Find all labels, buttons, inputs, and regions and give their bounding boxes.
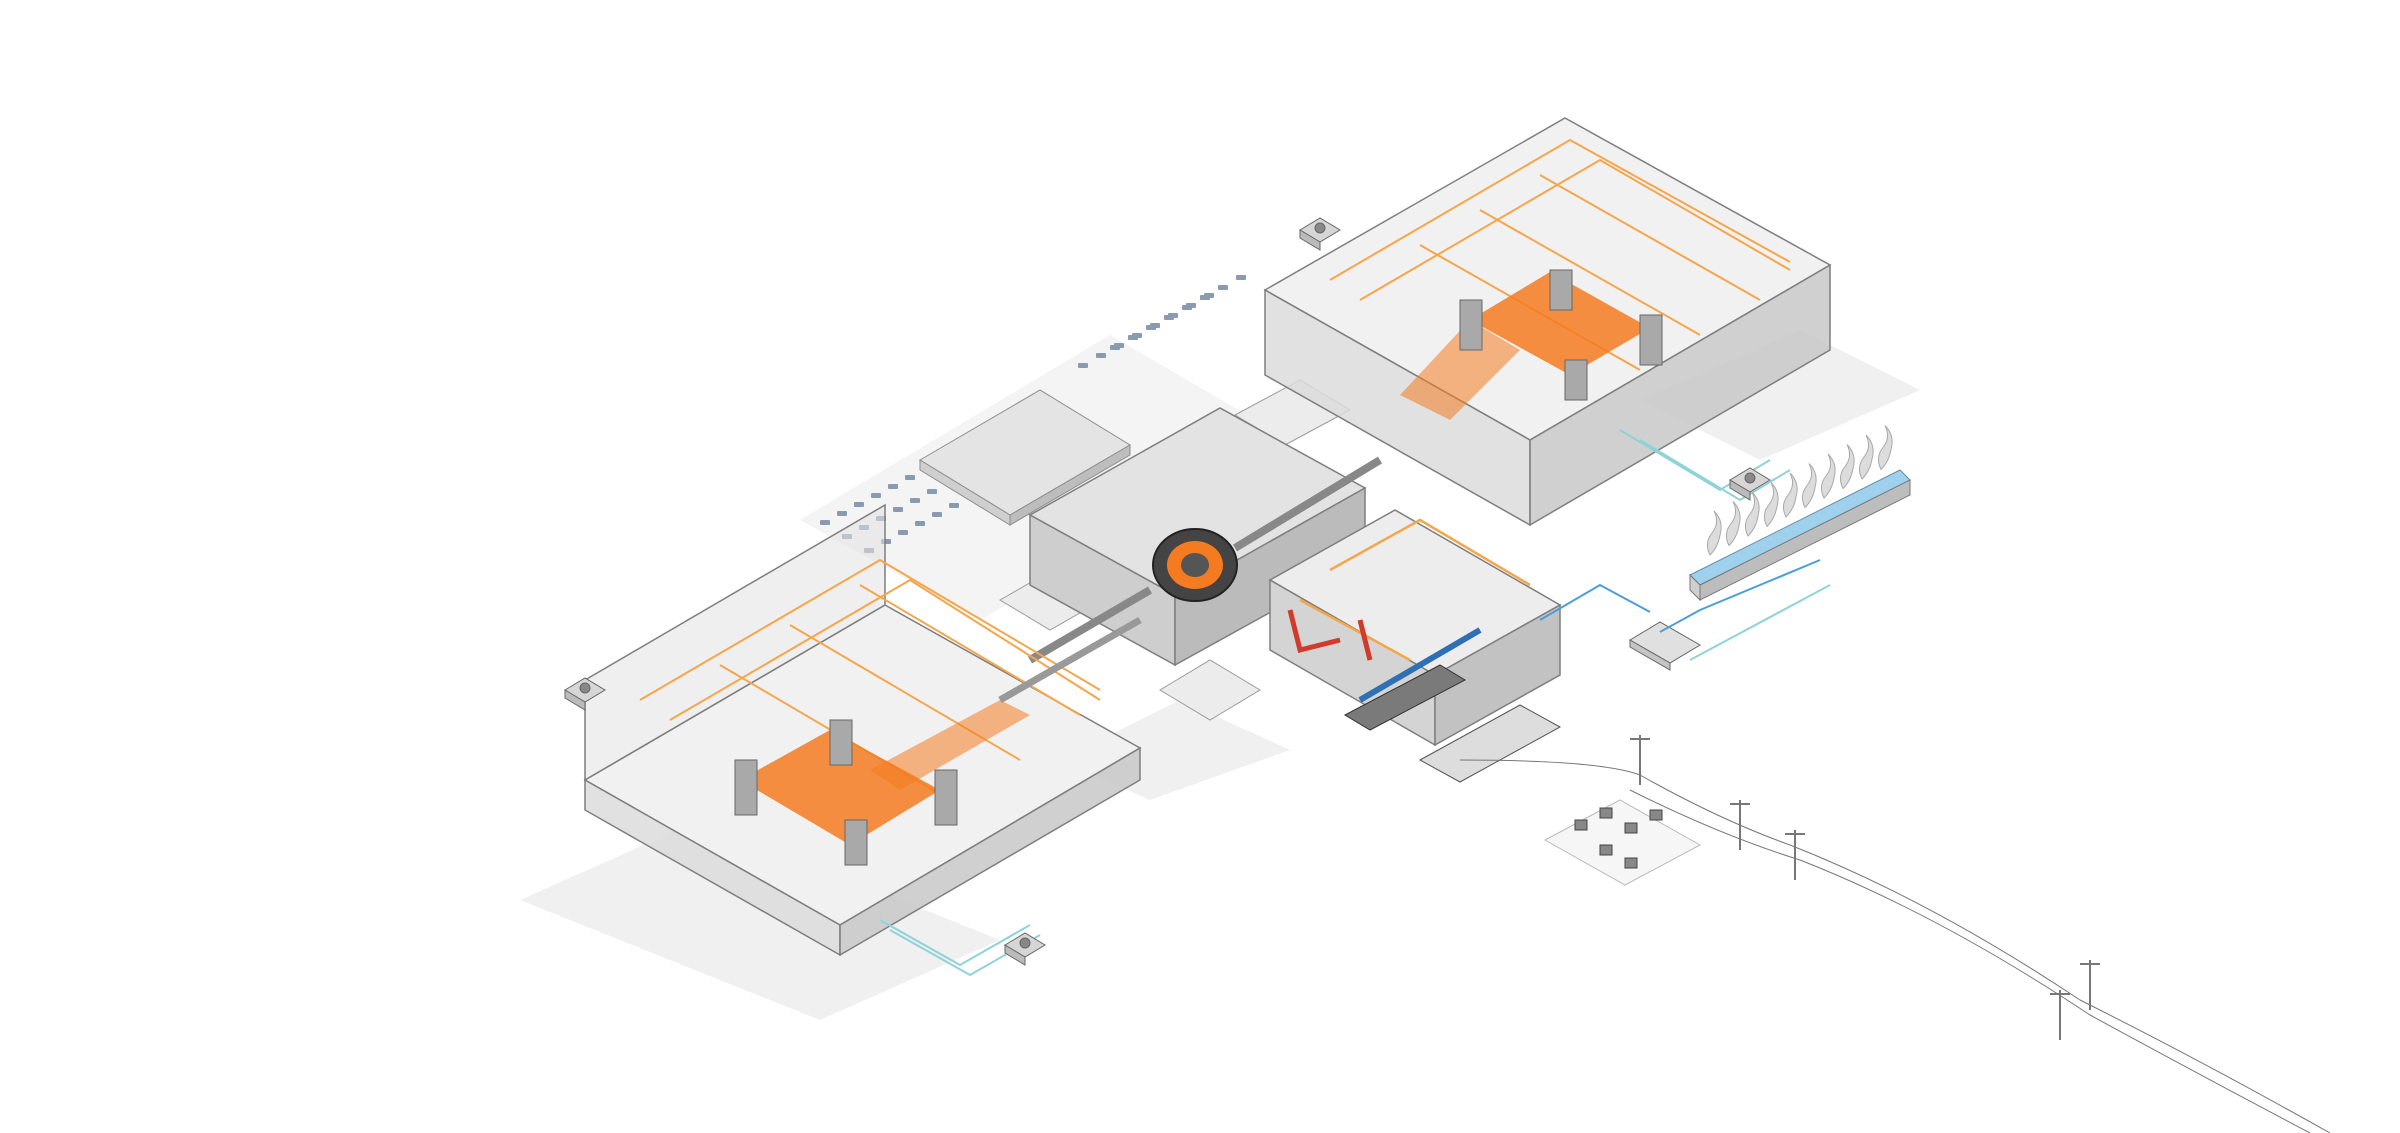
car-icon (820, 520, 830, 525)
transformer-icon (1599, 807, 1613, 819)
car-icon (1132, 333, 1142, 338)
steam-plume (1706, 510, 1722, 556)
gantry-hall-right (1263, 117, 1832, 527)
car-icon (949, 503, 959, 508)
steam-plume (1763, 482, 1779, 528)
car-icon (910, 498, 920, 503)
car-icon (1150, 323, 1160, 328)
steam-plume (1782, 472, 1798, 518)
rooftop-hvac-unit (1299, 217, 1341, 251)
car-icon (888, 484, 898, 489)
car-icon (1114, 343, 1124, 348)
car-icon (927, 489, 937, 494)
car-icon (1096, 353, 1106, 358)
admin-building (919, 389, 1131, 526)
car-icon (1236, 275, 1246, 280)
transformer-icon (1624, 857, 1638, 869)
car-icon (1218, 285, 1228, 290)
gantry-left (734, 700, 1030, 866)
car-icon (1204, 293, 1214, 298)
power-lines (1459, 735, 2331, 1133)
steam-plumes (1706, 425, 1893, 556)
rooftop-hvac-unit (1004, 932, 1046, 966)
cooling-towers (1689, 425, 1911, 602)
steam-plume (1744, 491, 1760, 537)
car-icon (893, 507, 903, 512)
car-icon (905, 475, 915, 480)
car-icon (837, 511, 847, 516)
car-icon (871, 493, 881, 498)
transformer-icon (1599, 844, 1613, 856)
turbine-generator (1343, 664, 1467, 731)
car-icon (854, 502, 864, 507)
cyclotron-vault (1027, 407, 1383, 667)
hvac-units (564, 217, 1771, 966)
water-pipes (1539, 559, 1831, 661)
steam-plume (1820, 453, 1836, 499)
power-equipment-hall (1268, 509, 1562, 747)
steam-plume (1801, 463, 1817, 509)
cyclotron (1152, 528, 1238, 602)
steam-plume (1839, 444, 1855, 490)
power-line-towers (1630, 735, 2100, 1040)
pump-house (1629, 621, 1701, 671)
transformer-icon (1574, 819, 1588, 831)
transformers (1574, 807, 1663, 869)
substation (1418, 704, 1702, 886)
car-icon (1168, 313, 1178, 318)
gantry-right (1400, 269, 1663, 420)
car-icon (932, 512, 942, 517)
steam-plume (1858, 434, 1874, 480)
steam-plume (1725, 501, 1741, 547)
rooftop-hvac-unit (1729, 467, 1771, 501)
steam-plume (1877, 425, 1893, 471)
car-icon (898, 530, 908, 535)
rooftop-hvac-unit (564, 677, 606, 711)
transformer-icon (1649, 809, 1663, 821)
gantry-hall-left (583, 503, 1142, 977)
car-icon (1078, 363, 1088, 368)
car-icon (915, 521, 925, 526)
car-icon (1186, 303, 1196, 308)
transformer-icon (1624, 822, 1638, 834)
